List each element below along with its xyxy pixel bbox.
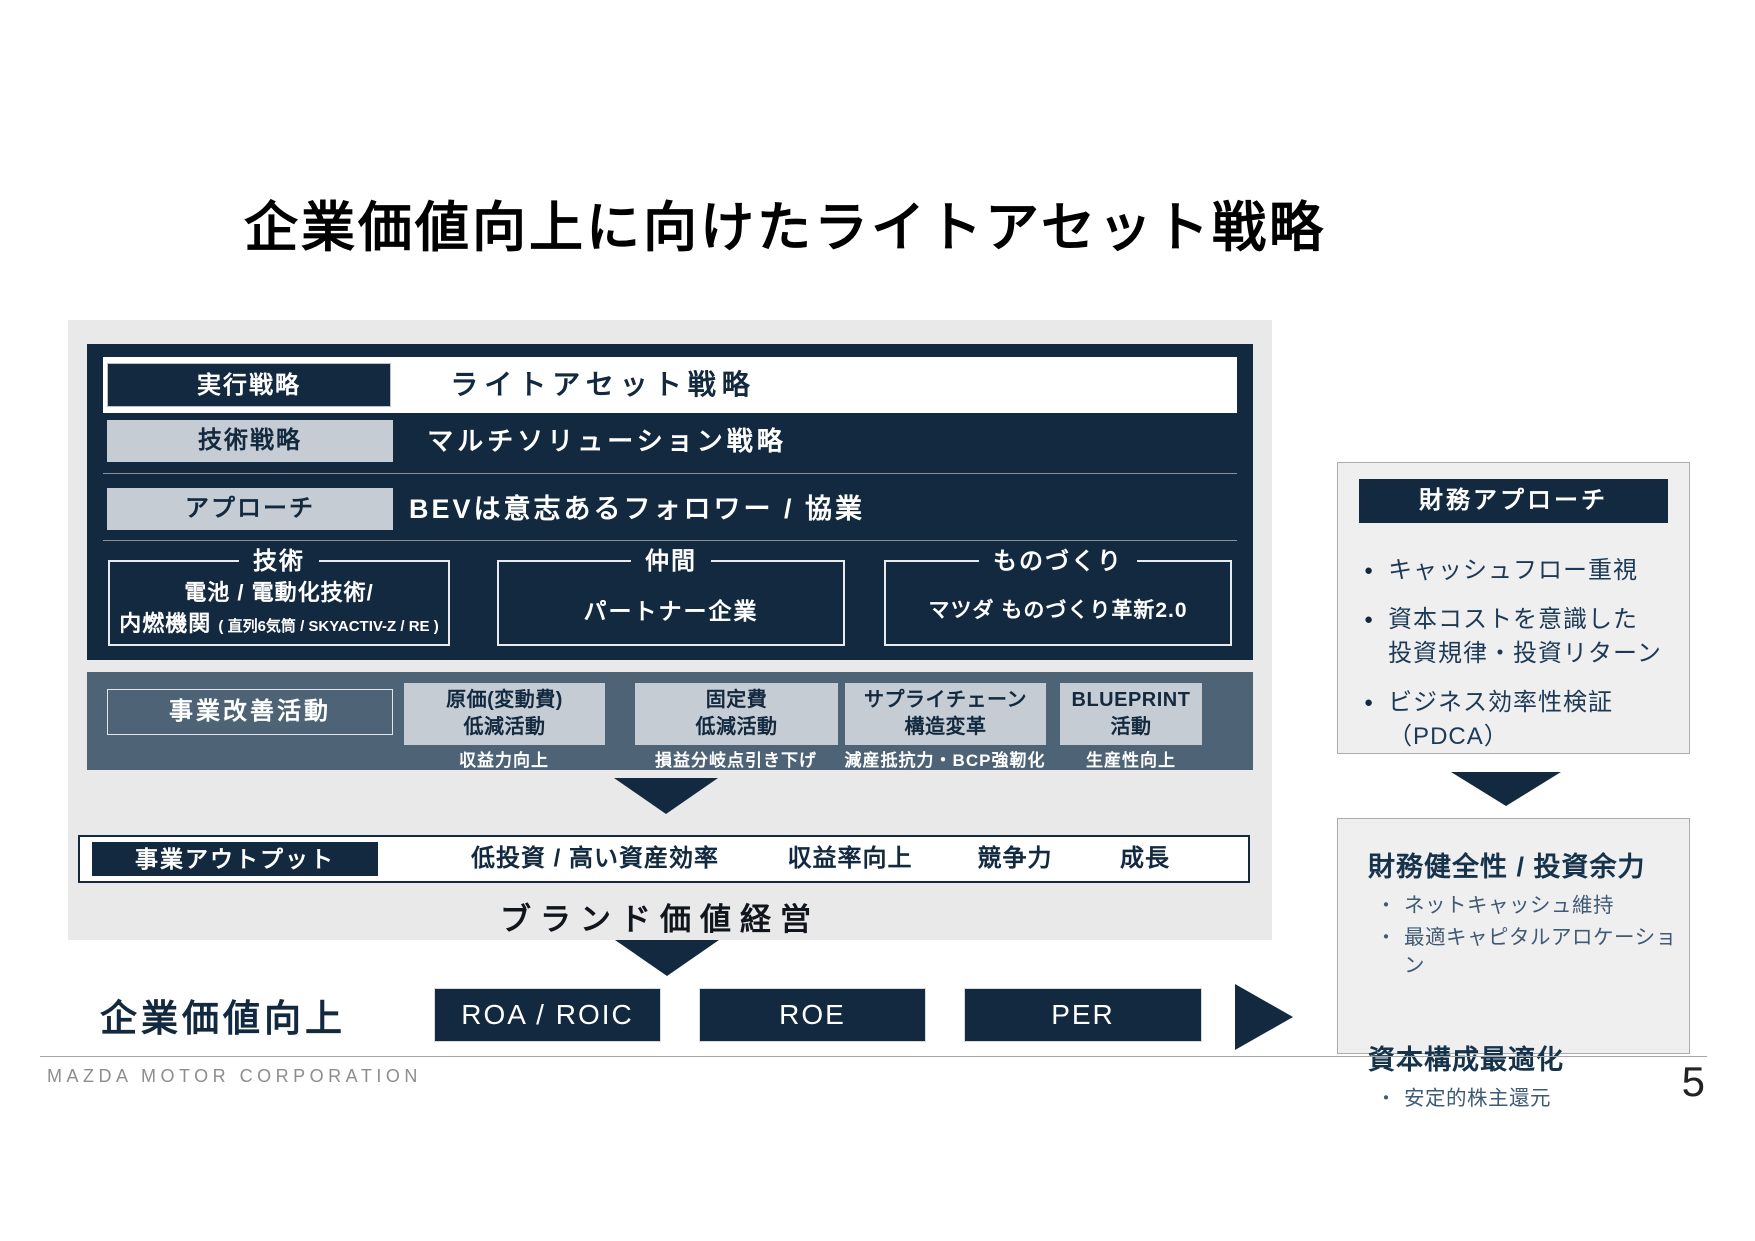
sub-bullet-item: ・ ネットキャッシュ維持 [1368, 892, 1683, 920]
corporate-value-label: 企業価値向上 [100, 998, 346, 1039]
page-title: 企業価値向上に向けたライトアセット戦略 [244, 198, 1326, 258]
pillar-technology-title: 技術 [239, 545, 319, 579]
improvement-band: 事業改善活動 原価(変動費) 低減活動 固定費 低減活動 サプライチェーン 構造… [87, 672, 1253, 770]
pillar-partners-title: 仲間 [631, 545, 711, 579]
divider [103, 473, 1237, 474]
bullet-text: キャッシュフロー重視 [1388, 557, 1639, 584]
bullet-dot-icon: ● [1364, 694, 1374, 711]
execution-strategy-value: ライトアセット戦略 [450, 369, 756, 400]
bullet-small-icon: ・ [1376, 895, 1396, 917]
bullet-item: ● 資本コストを意識した 投資規律・投資リターン [1364, 603, 1681, 671]
improvement-item-cost: 原価(変動費) 低減活動 [404, 683, 605, 745]
execution-strategy-label: 実行戦略 [107, 363, 391, 407]
brand-value-management: ブランド価値経営 [500, 902, 820, 937]
row-execution-strategy: 実行戦略 ライトアセット戦略 [103, 357, 1237, 413]
pillar-partners: 仲間 パートナー企業 [497, 545, 845, 646]
pillar-technology-line2-note: ( 直列6気筒 / SKYACTIV-Z / RE ) [218, 618, 439, 635]
output-row: 事業アウトプット 低投資 / 高い資産効率 収益率向上 競争力 成長 [78, 835, 1250, 883]
finance-approach-header: 財務アプローチ [1359, 479, 1668, 523]
pillar-monozukuri-title: ものづくり [979, 545, 1137, 579]
improvement-caption-fixed: 損益分岐点引き下げ [655, 751, 817, 770]
output-label: 事業アウトプット [92, 842, 378, 876]
financial-soundness-panel: 財務健全性 / 投資余力 ・ ネットキャッシュ維持 ・ 最適キャピタルアロケーシ… [1337, 818, 1690, 1110]
metric-per: PER [964, 988, 1202, 1042]
sub-bullet-item: ・ 最適キャピタルアロケーション [1368, 924, 1683, 980]
financial-soundness-heading: 財務健全性 / 投資余力 [1368, 852, 1646, 882]
bullet-text: ビジネス効率性検証 （PDCA） [1388, 689, 1614, 750]
pillar-technology-line1: 電池 / 電動化技術/ [184, 580, 374, 605]
pillar-partners-body: パートナー企業 [583, 598, 759, 624]
pillar-technology-body: 電池 / 電動化技術/ 内燃機関 ( 直列6気筒 / SKYACTIV-Z / … [110, 578, 448, 643]
output-item: 競争力 [977, 845, 1053, 872]
improvement-caption-supplychain: 減産抵抗力・BCP強靭化 [844, 751, 1046, 770]
bullet-small-icon: ・ [1376, 927, 1396, 949]
approach-label: アプローチ [107, 488, 393, 530]
bullet-dot-icon: ● [1364, 611, 1374, 628]
bullet-dot-icon: ● [1364, 562, 1374, 579]
sub-bullet-text: 最適キャピタルアロケーション [1404, 926, 1677, 977]
improvement-caption-cost: 収益力向上 [459, 751, 549, 770]
tech-strategy-label: 技術戦略 [107, 420, 393, 462]
sub-bullet-text: 安定的株主還元 [1404, 1087, 1551, 1110]
right-arrow-icon [1235, 984, 1293, 1050]
output-item: 成長 [1120, 845, 1170, 872]
bullet-text: 資本コストを意識した 投資規律・投資リターン [1388, 606, 1662, 667]
page-number: 5 [1681, 1058, 1705, 1105]
sub-bullet-item: ・ 安定的株主還元 [1368, 1085, 1683, 1113]
improvement-label: 事業改善活動 [107, 689, 393, 735]
finance-approach-panel: 財務アプローチ ● キャッシュフロー重視 ● 資本コストを意識した 投資規律・投… [1337, 462, 1690, 754]
improvement-caption-blueprint: 生産性向上 [1086, 751, 1176, 770]
divider [103, 540, 1237, 541]
down-arrow-icon [614, 778, 718, 814]
pillar-monozukuri: ものづくり マツダ ものづくり革新2.0 [884, 545, 1232, 646]
bullet-item: ● キャッシュフロー重視 [1364, 554, 1681, 588]
down-arrow-icon [615, 940, 719, 976]
pillar-technology-line2: 内燃機関 ( 直列6気筒 / SKYACTIV-Z / RE ) [110, 608, 448, 643]
bullet-small-icon: ・ [1376, 1088, 1396, 1110]
capital-structure-heading: 資本構成最適化 [1368, 1045, 1564, 1075]
approach-value: BEVは意志あるフォロワー / 協業 [408, 494, 866, 524]
footer-divider [40, 1056, 1707, 1057]
output-item: 低投資 / 高い資産効率 [470, 845, 719, 872]
output-item: 収益率向上 [787, 845, 913, 872]
metric-roa-roic: ROA / ROIC [434, 988, 661, 1042]
pillar-technology-line2-main: 内燃機関 [119, 611, 212, 636]
improvement-item-fixed: 固定費 低減活動 [635, 683, 838, 745]
pillar-monozukuri-body: マツダ ものづくり革新2.0 [928, 599, 1188, 622]
pillar-technology: 技術 電池 / 電動化技術/ 内燃機関 ( 直列6気筒 / SKYACTIV-Z… [108, 545, 450, 646]
footer-company-name: MAZDA MOTOR CORPORATION [47, 1066, 422, 1086]
improvement-item-supplychain: サプライチェーン 構造変革 [845, 683, 1046, 745]
bullet-item: ● ビジネス効率性検証 （PDCA） [1364, 686, 1681, 754]
improvement-item-blueprint: BLUEPRINT 活動 [1060, 683, 1202, 745]
metric-roe: ROE [699, 988, 926, 1042]
down-arrow-icon [1451, 772, 1561, 806]
sub-bullet-text: ネットキャッシュ維持 [1404, 894, 1614, 917]
strategy-box: 実行戦略 ライトアセット戦略 技術戦略 マルチソリューション戦略 アプローチ B… [87, 344, 1253, 660]
spacer [1368, 980, 1683, 1038]
finance-approach-bullets: ● キャッシュフロー重視 ● 資本コストを意識した 投資規律・投資リターン ● … [1364, 539, 1681, 754]
tech-strategy-value: マルチソリューション戦略 [427, 426, 787, 456]
financial-soundness-content: 財務健全性 / 投資余力 ・ ネットキャッシュ維持 ・ 最適キャピタルアロケーシ… [1368, 845, 1683, 1113]
